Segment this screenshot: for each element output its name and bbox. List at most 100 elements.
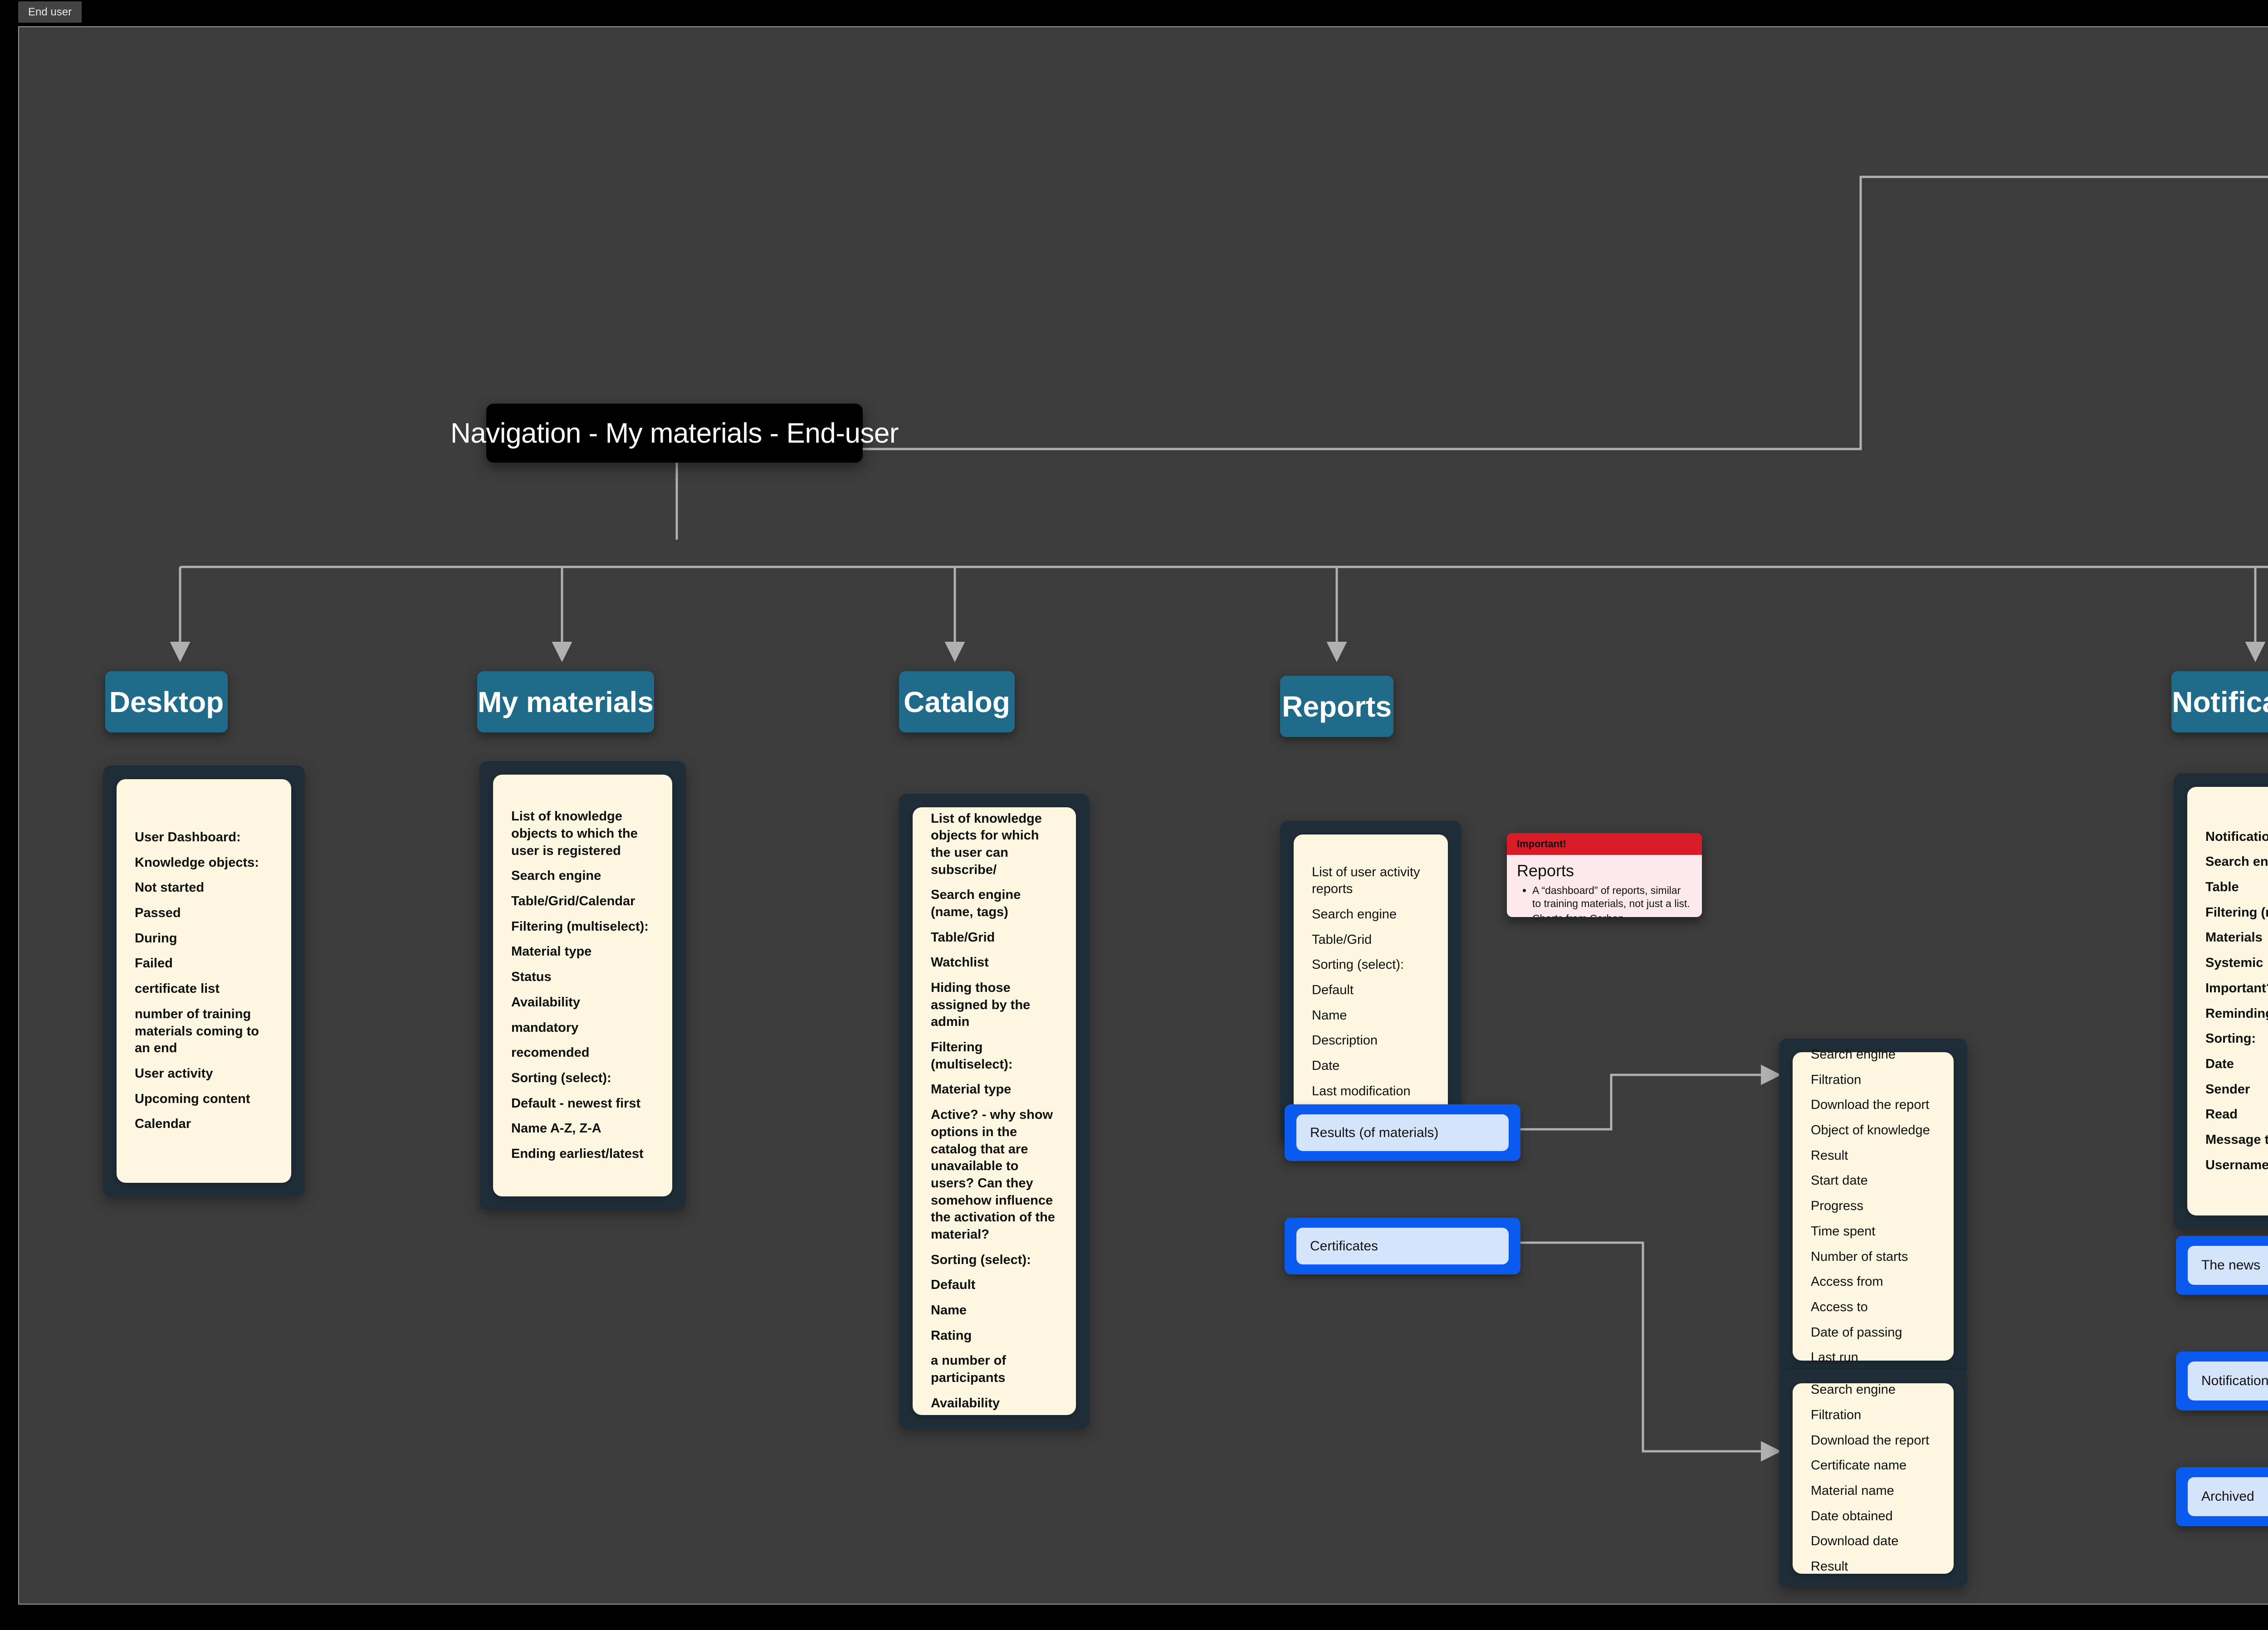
list-item: Username A-Z <box>2205 1157 2268 1172</box>
card-desktop: User Dashboard: Knowledge objects: Not s… <box>117 779 291 1183</box>
list-item: Sorting (select): <box>1312 957 1404 972</box>
list-item: List of knowledge objects to which the u… <box>511 809 638 858</box>
section-node-my-materials[interactable]: My materials <box>477 671 654 732</box>
list-item: Availability <box>511 995 581 1010</box>
list-item: Calendar <box>135 1117 191 1132</box>
list-item: Search engine <box>1811 1047 1896 1062</box>
list-item: Search engine <box>1312 907 1397 922</box>
diagram-canvas[interactable]: Navigation - My materials - End-user Use… <box>18 26 2268 1605</box>
list-item: Download the report <box>1811 1433 1930 1448</box>
panel-catalog: List of knowledge objects for which the … <box>899 794 1090 1429</box>
list-item: certificate list <box>135 981 220 996</box>
button-archived-label: Archived <box>2201 1489 2254 1504</box>
button-the-news[interactable]: The news <box>2176 1236 2268 1295</box>
section-node-desktop[interactable]: Desktop <box>105 671 228 732</box>
list-item: Search engine <box>1811 1382 1896 1397</box>
list-item: Search engine <box>2205 854 2268 869</box>
list-item: Search engine (name, tags) <box>931 888 1021 919</box>
button-archived-inner[interactable]: Archived <box>2188 1477 2268 1516</box>
list-item: Material name <box>1811 1484 1894 1498</box>
list-item: Result <box>1811 1559 1848 1574</box>
tab-end-user-label: End user <box>28 5 72 18</box>
card-reports: List of user activity reports Search eng… <box>1294 835 1448 1129</box>
list-item: Upcoming content <box>135 1091 250 1106</box>
list-item: Knowledge objects: <box>135 855 259 870</box>
list-item: Default <box>931 1278 976 1293</box>
list-item: Material type <box>931 1082 1012 1097</box>
list-item: Reminding <box>2205 1006 2268 1021</box>
section-node-reports[interactable]: Reports <box>1280 676 1393 737</box>
list-item: Ending earliest/latest <box>511 1146 644 1161</box>
list-item: Access to <box>1811 1299 1868 1314</box>
list-item: Filtration <box>1811 1072 1862 1087</box>
list-item: List of knowledge objects for which the … <box>931 811 1042 877</box>
list-item: Date of passing <box>1811 1325 1902 1340</box>
list-item: number of training materials coming to a… <box>135 1006 259 1056</box>
list-item: Sorting (select): <box>931 1252 1031 1267</box>
list-item: Search engine <box>511 869 601 883</box>
list-item: Name <box>931 1303 967 1318</box>
button-archived[interactable]: Archived <box>2176 1467 2268 1526</box>
list-item: Date <box>2205 1056 2234 1071</box>
card-catalog: List of knowledge objects for which the … <box>913 807 1076 1415</box>
section-node-catalog[interactable]: Catalog <box>899 671 1015 732</box>
list-item: Date <box>1312 1059 1340 1074</box>
panel-certificates-report: Search engine Filtration Download the re… <box>1779 1370 1967 1587</box>
list-item: Active? - why show options in the catalo… <box>931 1108 1055 1242</box>
section-node-notifications-label: Notifications <box>2172 685 2268 718</box>
list-item: Last run <box>1811 1350 1858 1365</box>
list-item: User activity <box>135 1066 213 1081</box>
list-item: Table/Grid <box>931 930 995 945</box>
list-item: Not started <box>135 880 205 895</box>
list-item: Systemic <box>2205 956 2263 971</box>
section-node-notifications[interactable]: Notifications <box>2171 671 2268 732</box>
list-item: Access from <box>1811 1274 1883 1289</box>
list-item: Download the report <box>1811 1098 1930 1113</box>
button-notifications-label: Notifications <box>2201 1373 2268 1388</box>
list-item: Name <box>1312 1008 1347 1023</box>
root-node-label: Navigation - My materials - End-user <box>450 417 899 449</box>
section-node-my-materials-label: My materials <box>478 685 654 718</box>
important-callout-title: Reports <box>1517 861 1574 880</box>
root-node[interactable]: Navigation - My materials - End-user <box>450 404 899 463</box>
list-item: User Dashboard: <box>135 830 241 845</box>
section-node-desktop-label: Desktop <box>109 685 224 718</box>
button-certificates[interactable]: Certificates <box>1285 1218 1520 1274</box>
list-item: Notification list <box>2205 829 2268 844</box>
button-the-news-label: The news <box>2201 1258 2261 1273</box>
list-item: Number of starts <box>1811 1249 1908 1264</box>
list-item: Availability <box>931 1396 1000 1410</box>
list-item: Name A-Z, Z-A <box>511 1121 601 1136</box>
list-item: Certificate name <box>1811 1458 1907 1473</box>
panel-my-materials: List of knowledge objects to which the u… <box>479 761 686 1210</box>
list-item: Start date <box>1811 1173 1868 1188</box>
list-item: Default - newest first <box>511 1096 641 1111</box>
list-item: Filtering (multiselect): <box>2205 905 2268 920</box>
button-notifications-inner[interactable]: Notifications <box>2188 1362 2268 1401</box>
list-item: Download date <box>1811 1534 1899 1549</box>
list-item: Read <box>2205 1107 2238 1122</box>
button-certificates-inner[interactable]: Certificates <box>1296 1228 1509 1264</box>
list-item: Date obtained <box>1811 1508 1893 1523</box>
button-results-inner[interactable]: Results (of materials) <box>1296 1114 1509 1151</box>
list-item: a number of participants <box>931 1353 1006 1386</box>
list-item: Last modification <box>1312 1083 1411 1098</box>
list-item: Message title A-Z <box>2205 1132 2268 1147</box>
card-my-materials: List of knowledge objects to which the u… <box>493 775 672 1196</box>
list-item: During <box>135 931 177 946</box>
list-item: List of user activity reports <box>1312 864 1420 897</box>
list-item: Failed <box>135 956 173 971</box>
list-item: Time spent <box>1811 1224 1876 1239</box>
button-the-news-inner[interactable]: The news <box>2188 1246 2268 1285</box>
important-callout-list: A “dashboard” of reports, similar to tra… <box>1517 884 1692 917</box>
tab-end-user[interactable]: End user <box>18 1 82 23</box>
button-notifications[interactable]: Notifications <box>2176 1352 2268 1410</box>
list-item: Materials <box>2205 930 2263 945</box>
list-item: Status <box>511 970 552 985</box>
list-item: Object of knowledge <box>1811 1123 1930 1138</box>
list-item: Progress <box>1811 1199 1864 1214</box>
button-results-of-materials[interactable]: Results (of materials) <box>1285 1104 1520 1161</box>
section-node-reports-label: Reports <box>1282 690 1392 723</box>
important-callout-header: Important! <box>1507 833 1702 855</box>
list-item: Sorting (select): <box>511 1070 611 1085</box>
